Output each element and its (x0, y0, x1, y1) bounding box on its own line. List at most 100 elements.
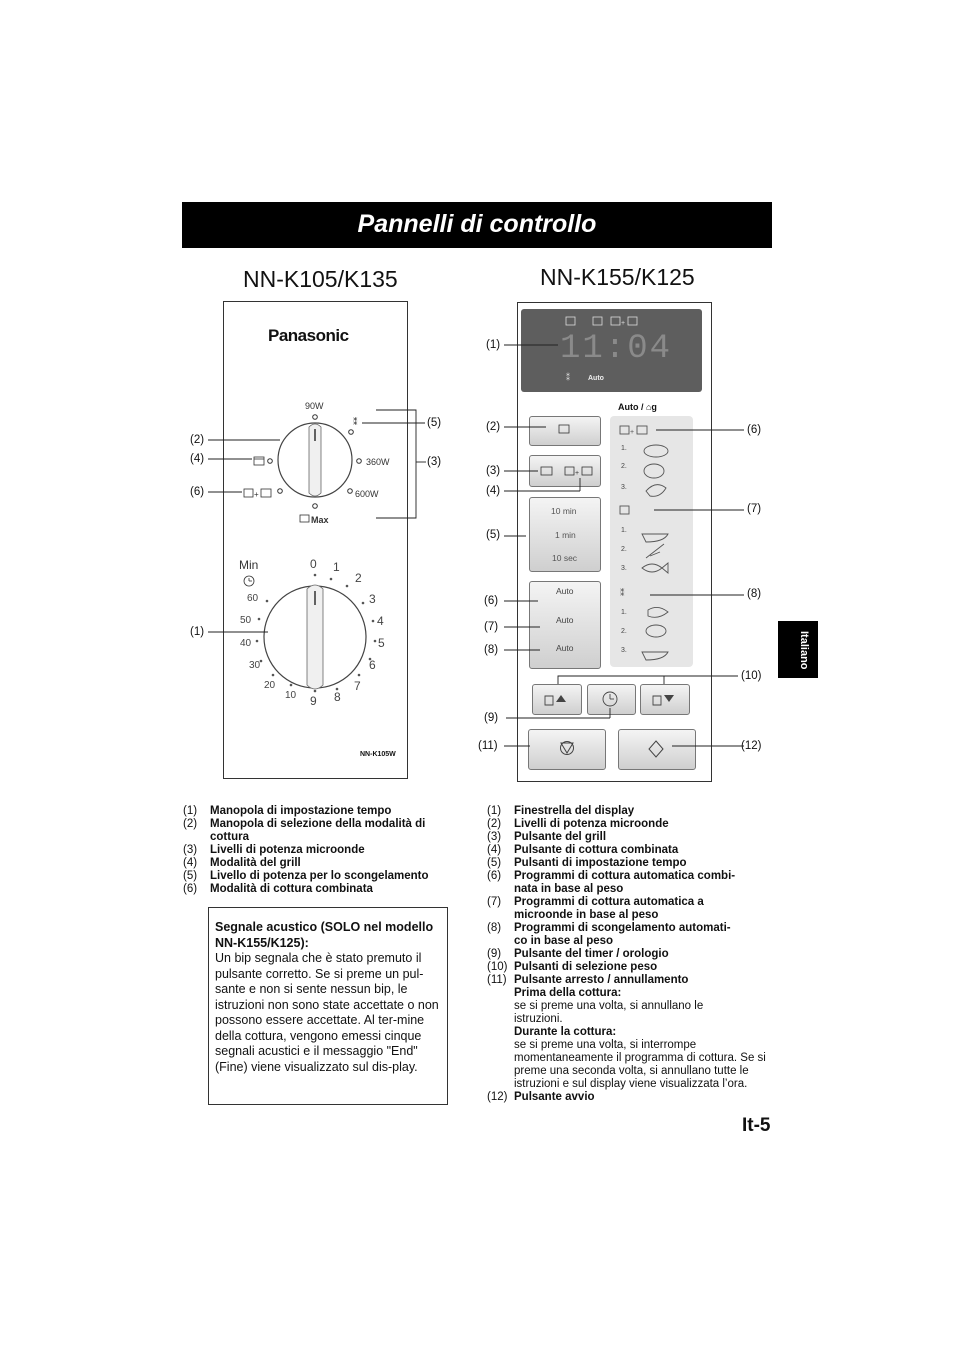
timer-10: 10 (285, 690, 297, 701)
defrost-program-3: 3. (621, 647, 627, 654)
display-mode-icons: + (565, 316, 638, 327)
timer-0: 0 (310, 557, 317, 571)
right-leader-lines (504, 344, 744, 747)
grill-icon (253, 456, 265, 466)
svg-text:+: + (621, 320, 625, 327)
timer-3: 3 (369, 592, 376, 606)
dish-icon (641, 651, 669, 661)
stop-before-text: se si preme una volta, si annullano le i… (514, 1000, 704, 1025)
callout-right-2: (2) (486, 421, 501, 433)
svg-text:+: + (575, 470, 579, 477)
list-item: (2)Manopola di selezione della modalità … (183, 818, 426, 843)
time-button-10sec[interactable]: 10 sec (552, 553, 578, 563)
auto-microwave-button-label[interactable]: Auto (556, 615, 574, 625)
callout-right-5: (5) (486, 529, 501, 541)
callout-right-11: (11) (478, 740, 498, 752)
stop-during-heading: Durante la cottura: (514, 1026, 617, 1038)
pizza-icon (643, 444, 669, 458)
label-min: Min (239, 558, 259, 572)
right-model-title: NN-K155/K125 (540, 264, 695, 290)
list-item: (1)Manopola di impostazione tempo (183, 805, 392, 817)
stop-icon (560, 742, 574, 754)
callout-right-1: (1) (486, 339, 501, 351)
callout-left-5: (5) (427, 417, 442, 429)
label-600w: 600W (355, 489, 379, 499)
svg-text:⁑: ⁑ (620, 587, 625, 598)
callout-right-6: (6) (484, 595, 499, 607)
timer-5: 5 (378, 636, 385, 650)
list-item: (10)Pulsanti di selezione peso (487, 961, 658, 973)
display-auto: Auto (588, 375, 604, 382)
list-item: (8)Programmi di scongelamento automati-c… (487, 922, 731, 947)
callout-left-1: (1) (190, 626, 205, 638)
title-bar: Pannelli di controllo (182, 202, 772, 248)
timer-6: 6 (369, 658, 376, 672)
button-icons: + (540, 424, 593, 477)
label-360w: 360W (366, 457, 390, 467)
timer-7: 7 (354, 679, 361, 693)
time-buttons-group (529, 497, 601, 572)
meat-icon (647, 607, 669, 618)
list-item: (11)Pulsante arresto / annullamento (487, 974, 689, 986)
stop-cancel-button[interactable] (528, 729, 606, 770)
combi-icon (243, 488, 254, 498)
callout-right-7r: (7) (747, 503, 762, 515)
beep-info-box: Segnale acustico (SOLO nel modello NN-K1… (208, 907, 448, 1105)
label-max: Max (311, 515, 329, 525)
callout-right-9: (9) (484, 712, 499, 724)
callout-right-8: (8) (484, 644, 499, 656)
timer-4: 4 (377, 614, 384, 628)
microwave-power-button[interactable] (529, 416, 601, 446)
callout-right-4: (4) (486, 485, 501, 497)
weight-down-button[interactable] (640, 684, 690, 715)
timer-30: 30 (249, 660, 261, 671)
list-item: (4)Pulsante di cottura combinata (487, 844, 679, 856)
auto-buttons-group (529, 581, 601, 669)
auto-combi-button-label[interactable]: Auto (556, 586, 574, 596)
stop-during-text: se si preme una volta, si interrompe mom… (514, 1039, 766, 1090)
auto-weight-label: Auto / ⌂g (618, 402, 657, 412)
combi-program-1: 1. (621, 445, 627, 452)
time-button-1min[interactable]: 1 min (555, 530, 576, 540)
callout-left-2: (2) (190, 434, 205, 446)
defrost-program-2: 2. (621, 628, 627, 635)
start-button[interactable] (618, 729, 696, 770)
arrow-down-icon (664, 695, 674, 702)
list-item: (3)Livelli di potenza microonde (183, 844, 365, 856)
timer-scale-dots (255, 573, 377, 693)
timer-1: 1 (333, 560, 340, 574)
timer-2: 2 (355, 571, 362, 585)
callout-left-3: (3) (427, 456, 442, 468)
timer-knob-grip (306, 584, 324, 690)
left-model-title: NN-K105/K135 (243, 266, 398, 292)
clock-icon (243, 575, 255, 587)
roast-icon (643, 463, 665, 479)
timer-8: 8 (334, 690, 341, 704)
label-90w: 90W (305, 401, 324, 411)
time-button-10min[interactable]: 10 min (551, 506, 577, 516)
food-icons: + ⁑ (619, 425, 669, 661)
dot-combi (277, 488, 283, 494)
combi-program-2: 2. (621, 463, 627, 470)
list-item: (5)Pulsanti di impostazione tempo (487, 857, 687, 869)
display-time: 11:04 (560, 330, 673, 368)
dot-grill (267, 458, 273, 464)
beep-body: Un bip segnala che è stato premuto il pu… (215, 951, 439, 1074)
auto-defrost-button-label[interactable]: Auto (556, 643, 574, 653)
microwave-program-1: 1. (621, 527, 627, 534)
weight-up-button[interactable] (532, 684, 582, 715)
page-title: Pannelli di controllo (357, 210, 597, 238)
callout-right-10: (10) (741, 670, 762, 682)
model-code: NN-K105W (360, 751, 396, 758)
defrost-icon: ⁑ (353, 416, 358, 427)
display-defrost-icon: ⁑ (566, 373, 570, 382)
combi-program-3: 3. (621, 484, 627, 491)
dot-max (312, 503, 318, 509)
list-item: (9)Pulsante del timer / orologio (487, 948, 669, 960)
list-item: (5)Livello di potenza per lo scongelamen… (183, 870, 429, 882)
display-window (521, 309, 702, 392)
left-control-panel (223, 301, 408, 779)
beep-heading: Segnale acustico (SOLO nel modello NN-K1… (215, 920, 434, 950)
list-item: (4)Modalità del grill (183, 857, 301, 869)
timer-clock-button[interactable] (587, 684, 636, 715)
